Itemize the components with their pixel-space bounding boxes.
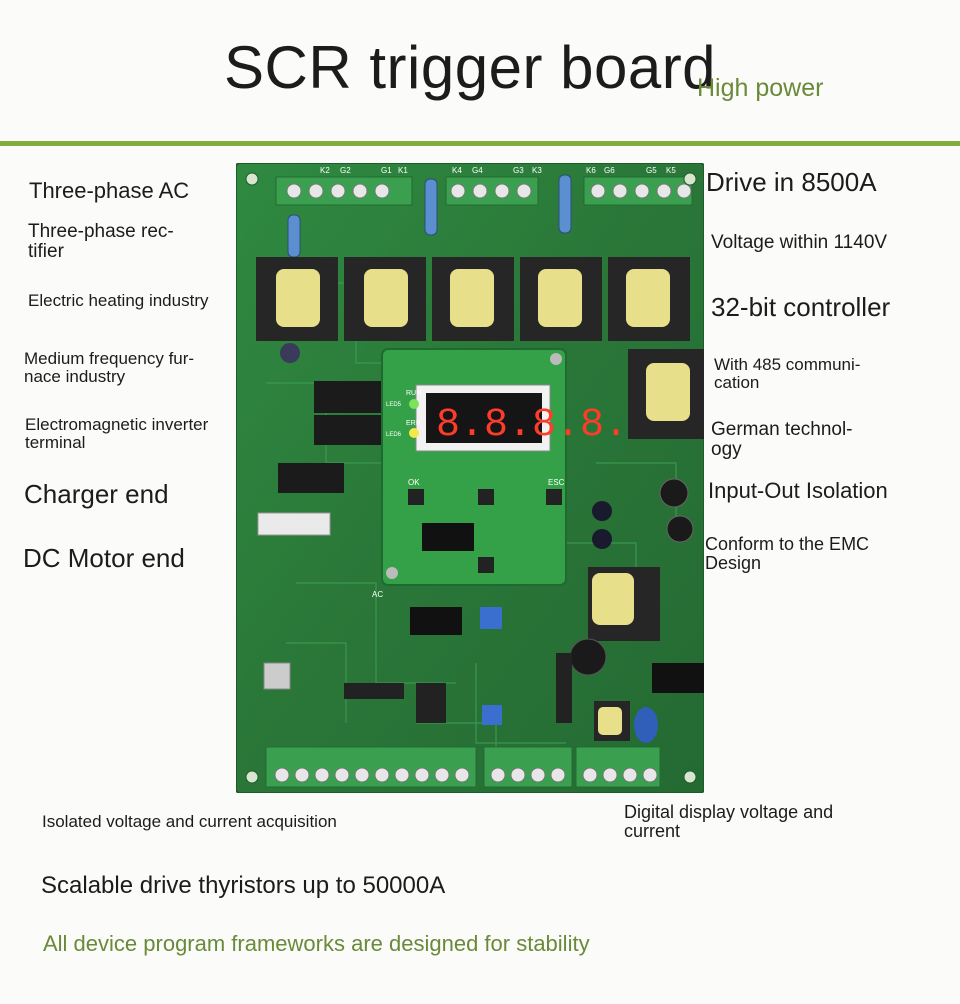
bottom-terminal-blocks (265, 746, 661, 788)
feature-input-out-isolation: Input-Out Isolation (708, 478, 888, 503)
pulse-transformers (256, 257, 704, 741)
top-terminal-blocks: K2 G2 G1 K1 K4 G4 G3 K3 K6 G6 G5 K5 (275, 166, 693, 206)
silk-ok: OK (408, 478, 420, 487)
note-scalable-drive: Scalable drive thyristors up to 50000A (41, 872, 446, 899)
feature-dc-motor-end: DC Motor end (23, 543, 185, 573)
silk-k1: K1 (398, 166, 408, 175)
silk-k4: K4 (452, 166, 462, 175)
seven-segment-display: 8.8.8.8. (436, 403, 628, 448)
feature-three-phase-rectifier: Three-phase rec- tifier (28, 221, 174, 262)
pcb-board-image: K2 G2 G1 K1 K4 G4 G3 K3 K6 G6 G5 K5 (236, 163, 704, 793)
feature-charger-end: Charger end (24, 479, 169, 509)
feature-three-phase-ac: Three-phase AC (29, 178, 190, 203)
note-digital-display: Digital display voltage and current (624, 802, 834, 841)
silk-err: ERR (406, 420, 421, 427)
silk-run: RUN (406, 390, 421, 397)
silk-g1: G1 (381, 166, 392, 175)
feature-drive-8500a: Drive in 8500A (706, 167, 877, 197)
silk-k3: K3 (532, 166, 542, 175)
silk-g5: G5 (646, 166, 657, 175)
components: AC (257, 343, 704, 743)
resistors (287, 174, 572, 258)
note-isolated-acquisition: Isolated voltage and current acquisition (42, 812, 337, 831)
feature-medium-frequency: Medium frequency fur- nace industry (24, 349, 195, 386)
feature-485-communication: With 485 communi- cation (714, 355, 861, 392)
note-stability: All device program frameworks are design… (43, 931, 590, 956)
feature-32bit-controller: 32-bit controller (711, 292, 891, 322)
silk-ac: AC (372, 590, 383, 599)
feature-emc-design: Conform to the EMC Design (705, 534, 870, 573)
silk-k2: K2 (320, 166, 330, 175)
page-title: SCR trigger board (224, 34, 717, 101)
feature-voltage-1140v: Voltage within 1140V (711, 232, 888, 253)
silk-g2: G2 (340, 166, 351, 175)
silk-k6: K6 (586, 166, 596, 175)
silk-k5: K5 (666, 166, 676, 175)
silk-esc: ESC (548, 478, 565, 487)
silk-g3: G3 (513, 166, 524, 175)
feature-electromagnetic-inverter: Electromagnetic inverter terminal (25, 415, 209, 452)
mounting-holes (245, 172, 697, 784)
relays (278, 381, 388, 493)
feature-electric-heating: Electric heating industry (28, 291, 209, 310)
silk-g4: G4 (472, 166, 483, 175)
feature-german-technology: German technol- ogy (711, 419, 853, 460)
display-module: 8.8.8.8. RUN ERR LED5 LED6 OK ESC (381, 348, 628, 586)
silk-g6: G6 (604, 166, 615, 175)
header-divider (0, 141, 960, 146)
page-subtitle: High power (697, 74, 824, 102)
silk-led6: LED6 (386, 432, 402, 438)
silk-led5: LED5 (386, 402, 402, 408)
